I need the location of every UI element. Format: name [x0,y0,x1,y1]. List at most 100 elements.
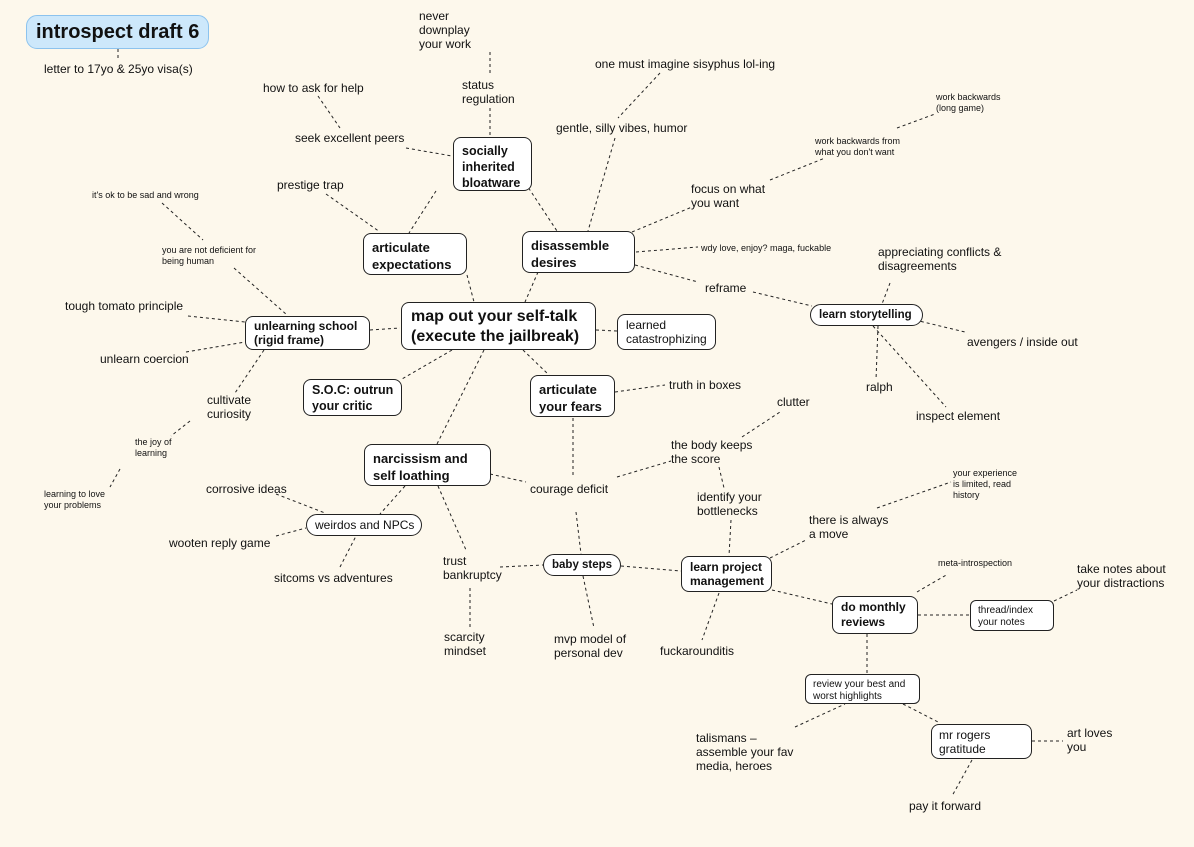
label-wdy-love: wdy love, enjoy? maga, fuckable [701,243,832,253]
connector-line [575,511,582,555]
connector-line [405,147,453,157]
connector-line [379,485,406,515]
connector-line [769,157,826,181]
label-avengers: avengers / inside out [967,335,1078,349]
label-prestige-trap: prestige trap [277,178,344,192]
label-unlearn-coercion: unlearn coercion [100,352,189,366]
connector-line [499,564,544,568]
node-review-best-worst[interactable]: review your best and worst highlights [805,674,920,704]
node-articulate-expectations[interactable]: articulate expectations [363,233,467,275]
connector-line [436,349,485,445]
label-body-keeps-score: the body keeps the score [671,438,753,466]
connector-line [614,384,666,393]
node-socially-inherited[interactable]: socially inherited bloatware [453,137,532,191]
connector-line [275,493,326,514]
connector-line [587,137,616,232]
connector-line [401,349,453,380]
connector-line [109,468,121,488]
connector-line [951,759,973,797]
label-fuckarounditis: fuckarounditis [660,644,735,658]
label-inspect-element: inspect element [916,409,1001,423]
connector-line [595,329,618,332]
node-soc-outrun-critic[interactable]: S.O.C: outrun your critic [303,379,402,416]
label-talismans: talismans – assemble your fav media, her… [696,731,794,773]
connector-line [617,72,661,119]
connector-line [752,291,813,307]
label-cultivate-curiosity: cultivate curiosity [207,393,252,421]
node-learn-project-management[interactable]: learn project management [681,556,772,592]
label-joy-of-learning: the joy of learning [135,437,172,458]
node-articulate-fears[interactable]: articulate your fears [530,375,615,417]
label-truth-in-boxes: truth in boxes [669,378,742,392]
node-learned-catastrophizing[interactable]: learned catastrophizing [617,314,716,350]
node-disassemble-desires[interactable]: disassemble desires [522,231,635,273]
label-clutter: clutter [777,395,810,409]
node-thread-index[interactable]: thread/index your notes [970,600,1054,631]
label-not-deficient: you are not deficient for being human [162,245,257,266]
label-seek-peers: seek excellent peers [295,131,405,145]
connector-line [872,325,947,408]
node-narcissism[interactable]: narcissism and self loathing [364,444,491,486]
connector-line [769,539,807,559]
label-how-to-ask: how to ask for help [263,81,364,95]
label-courage-deficit: courage deficit [530,482,609,496]
connector-line [161,202,204,241]
connector-line [771,589,833,605]
label-meta-introspection: meta-introspection [938,558,1013,568]
label-wooten-reply: wooten reply game [169,536,271,550]
connector-line [339,535,357,568]
connector-line [325,193,381,233]
label-status-regulation: status regulation [462,78,515,106]
node-weirdos-npcs[interactable]: weirdos and NPCs [306,514,422,536]
label-experience-limited: your experience is limited, read history [953,468,1018,500]
connector-line [170,420,191,437]
connector-line [408,190,437,234]
connector-line [616,460,672,478]
label-sitcoms: sitcoms vs adventures [274,571,393,585]
node-monthly-reviews[interactable]: do monthly reviews [832,596,918,634]
connector-line [876,481,952,509]
node-learn-storytelling[interactable]: learn storytelling [810,304,923,326]
label-trust-bankruptcy: trust bankruptcy [443,554,502,582]
node-center-self-talk[interactable]: map out your self-talk (execute the jail… [401,302,596,350]
label-art-loves-you: art loves you [1067,726,1113,754]
label-identify-bottlenecks: identify your bottlenecks [697,490,762,518]
label-always-a-move: there is always a move [809,513,889,541]
node-mr-rogers[interactable]: mr rogers gratitude [931,724,1032,759]
label-pay-it-forward: pay it forward [909,799,982,813]
connector-line [914,319,966,333]
label-reframe: reframe [705,281,747,295]
connector-line [369,327,401,331]
label-work-backwards-dont: work backwards from what you don't want [815,136,901,157]
label-tough-tomato: tough tomato principle [65,299,184,313]
connector-line [728,519,732,557]
connector-line [631,206,693,233]
connector-line [875,325,879,381]
connector-line [794,703,846,728]
connector-line [317,95,341,129]
connector-line [185,341,246,353]
connector-line [718,466,725,489]
label-corrosive-ideas: corrosive ideas [206,482,287,496]
connector-line [701,592,720,641]
connector-line [881,282,891,305]
connector-line [620,565,682,572]
connector-line [437,485,467,551]
label-work-backwards-long: work backwards (long game) [936,92,1001,113]
connector-line [1053,589,1078,602]
connector-line [741,411,781,438]
label-take-notes: take notes about your distractions [1077,562,1166,590]
node-baby-steps[interactable]: baby steps [543,554,621,576]
page-title: introspect draft 6 [26,15,210,49]
label-mvp-model: mvp model of personal dev [554,632,627,660]
label-ralph: ralph [866,380,893,394]
node-unlearning-school[interactable]: unlearning school (rigid frame) [245,316,370,350]
label-focus-on-want: focus on what you want [691,182,766,210]
label-gentle-silly: gentle, silly vibes, humor [556,121,688,135]
connector-line [234,349,265,394]
connector-line [582,575,595,629]
connector-line [187,315,246,323]
connector-line [916,573,949,593]
connector-line [896,113,936,129]
